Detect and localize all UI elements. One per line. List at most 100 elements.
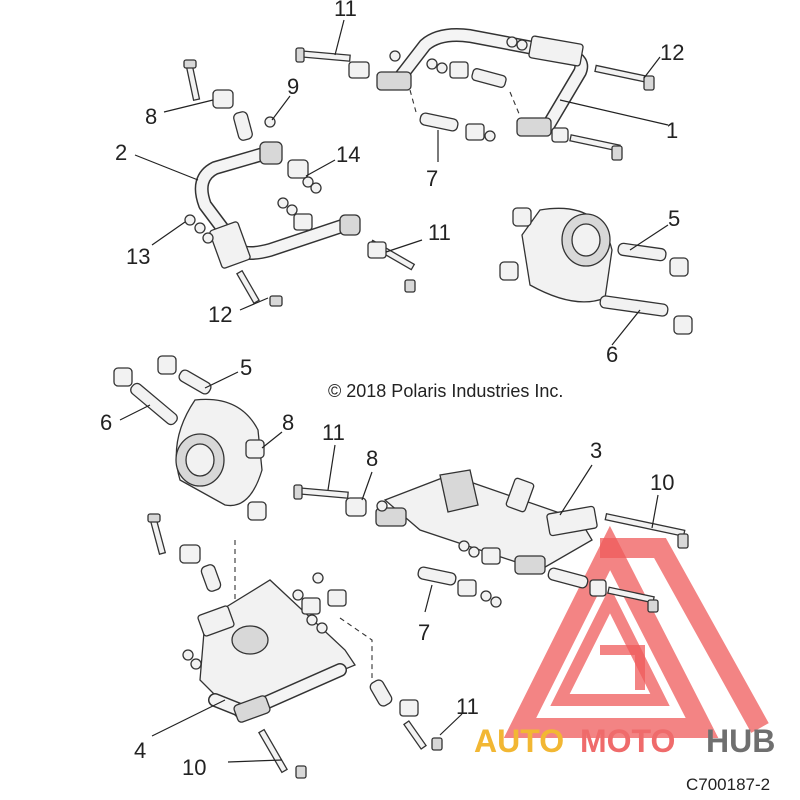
watermark-text-auto: AUTO: [474, 723, 564, 759]
lower-control-arm-3: [375, 469, 598, 575]
nut-13-c: [202, 232, 214, 244]
callout-10-right: 10: [650, 470, 674, 495]
callout-7-low: 7: [418, 620, 430, 645]
bolt-upper-arm-4: [147, 513, 167, 555]
bushing-top-left: [348, 61, 370, 79]
nut-lower-a: [458, 540, 470, 552]
watermark-text-hub: HUB: [706, 723, 775, 759]
knuckle-left: [175, 398, 263, 507]
nut-arm4-d: [316, 622, 328, 634]
nut-mid-a: [277, 197, 289, 209]
bolt-under-arm-1: [551, 127, 623, 161]
callout-13: 13: [126, 244, 150, 269]
bolt-11-mid: [367, 239, 416, 293]
callout-11-top: 11: [334, 0, 357, 21]
bolt-10-right: [604, 512, 689, 549]
nut-arm4-c: [306, 614, 318, 626]
bushing-top-mid: [449, 61, 469, 79]
bolt-10-bottom: [258, 728, 307, 779]
callout-9: 9: [287, 74, 299, 99]
nut-arm4-a: [312, 572, 324, 584]
sleeve-7-low: [417, 566, 457, 586]
callout-4: 4: [134, 738, 146, 763]
bolt-8-upper-left: [183, 59, 201, 102]
sleeve-arm4-bottom: [369, 679, 393, 707]
copyright-notice: © 2018 Polaris Industries Inc.: [328, 381, 563, 401]
nut-top-a: [426, 58, 438, 70]
callout-11-mid: 11: [428, 220, 451, 245]
nut-lower-b: [468, 546, 480, 558]
sleeve-top: [471, 68, 507, 88]
watermark-logo: AUTO MOTO HUB: [474, 525, 775, 759]
bolt-12-mid: [236, 269, 283, 307]
bushing-7-low: [457, 579, 477, 597]
nut-mid-b: [286, 204, 298, 216]
diagram-code: C700187-2: [686, 775, 770, 794]
nut-top-c: [389, 50, 401, 62]
callout-2: 2: [115, 140, 127, 165]
dash-guide-arm4-right: [339, 617, 373, 678]
bushing-6-top: [673, 315, 693, 335]
sleeve-lower-right: [547, 567, 589, 589]
callout-3: 3: [590, 438, 602, 463]
lower-control-arm-4: [197, 579, 356, 723]
watermark-arrow-mark: [600, 538, 769, 733]
bushing-8-low: [345, 497, 367, 517]
callout-5-left: 5: [240, 355, 252, 380]
nut-arm4-b: [292, 589, 304, 601]
callout-11-low: 11: [322, 420, 345, 445]
pin-5-left: [178, 369, 212, 395]
washer-14-a: [302, 176, 314, 188]
nut-top-e: [516, 39, 528, 51]
sleeve-arm-4-top: [200, 564, 222, 592]
nut-13-b: [194, 222, 206, 234]
callout-10-bottom: 10: [182, 755, 206, 780]
washer-7-low-b: [490, 596, 502, 608]
callout-14: 14: [336, 142, 360, 167]
washer-14-b: [310, 182, 322, 194]
bolt-11-bottom: [403, 720, 443, 751]
bushing-knuckle-left-top: [113, 367, 133, 387]
bolt-11-low: [293, 484, 349, 500]
nut-arm4-e: [182, 649, 194, 661]
knuckle-upper-right: [521, 207, 613, 303]
bushing-14: [287, 159, 309, 179]
callout-8-top: 8: [145, 104, 157, 129]
bushing-knuckle-bl: [499, 261, 519, 281]
watermark-inner-mark: [600, 645, 645, 690]
bolt-11-top: [295, 47, 351, 63]
callout-6-left: 6: [100, 410, 112, 435]
callout-leaders: [119, 19, 669, 763]
bolt-12-top: [594, 64, 655, 91]
bushing-arm4-bottom: [399, 699, 419, 717]
upper-control-arm-2: [194, 141, 361, 269]
bushing-arm4-mid: [301, 597, 321, 615]
bushing-mid: [293, 213, 313, 231]
pin-5-top: [617, 242, 667, 262]
bushing-5-top: [669, 257, 689, 277]
bushing-knuckle-left-mid: [157, 355, 177, 375]
sleeve-8-upper: [233, 111, 253, 141]
pin-6-top: [599, 295, 669, 317]
bolt-lower-right: [607, 586, 659, 613]
bushing-7-top: [465, 123, 485, 141]
washer-7-top: [484, 130, 496, 142]
bushing-knuckle-tl: [512, 207, 532, 227]
bushing-arm4-right: [327, 589, 347, 607]
sleeve-7-top: [419, 112, 459, 132]
watermark-triangle-outer: [503, 525, 719, 738]
upper-control-arm-1: [376, 28, 589, 137]
callout-6-top: 6: [606, 342, 618, 367]
callout-12-top: 12: [660, 40, 684, 65]
bushing-lower-right-red: [589, 579, 607, 597]
callout-11-bottom: 11: [456, 694, 479, 719]
nut-8-low: [376, 500, 388, 512]
washer-7-low: [480, 590, 492, 602]
callout-5-top: 5: [668, 206, 680, 231]
nut-top-b: [436, 62, 448, 74]
callout-7-top: 7: [426, 166, 438, 191]
nut-13-a: [184, 214, 196, 226]
callout-8-low: 8: [366, 446, 378, 471]
dash-guide-top-right: [509, 91, 521, 117]
